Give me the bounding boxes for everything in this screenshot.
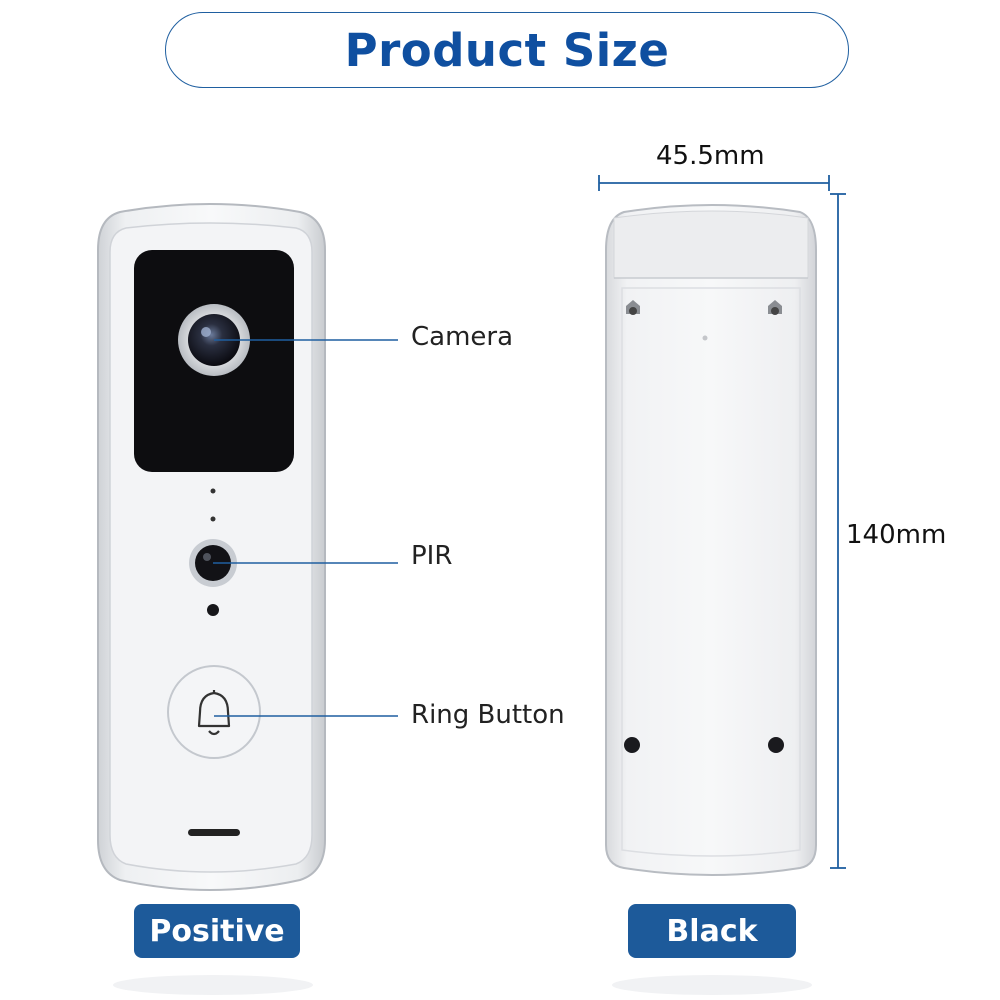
front-view-label: Positive xyxy=(149,913,285,949)
back-view-label: Black xyxy=(666,913,758,949)
speaker-grille xyxy=(188,829,240,836)
back-view-badge: Black xyxy=(628,904,796,958)
back-top-cap xyxy=(613,210,809,279)
width-dimension-label: 45.5mm xyxy=(656,141,765,171)
screw-hole xyxy=(768,737,784,753)
camera-label: Camera xyxy=(411,322,514,352)
microphone-hole xyxy=(207,604,219,616)
page-title: Product Size xyxy=(344,23,670,77)
back-shell xyxy=(605,204,817,876)
front-view-badge: Positive xyxy=(134,904,300,958)
front-doorbell xyxy=(97,203,326,891)
callout-lines xyxy=(213,339,398,717)
screw-hole xyxy=(624,737,640,753)
indicator-dot xyxy=(210,516,216,522)
back-doorbell xyxy=(605,204,817,876)
height-dimension-label: 140mm xyxy=(846,520,947,550)
bell-icon[interactable] xyxy=(197,690,231,736)
ring-button-label: Ring Button xyxy=(411,700,565,730)
dimension-lines xyxy=(598,175,846,869)
ring-button-outer xyxy=(167,665,261,759)
indicator-dot xyxy=(210,488,216,494)
pir-label: PIR xyxy=(411,541,453,571)
title-banner: Product Size xyxy=(165,12,849,88)
